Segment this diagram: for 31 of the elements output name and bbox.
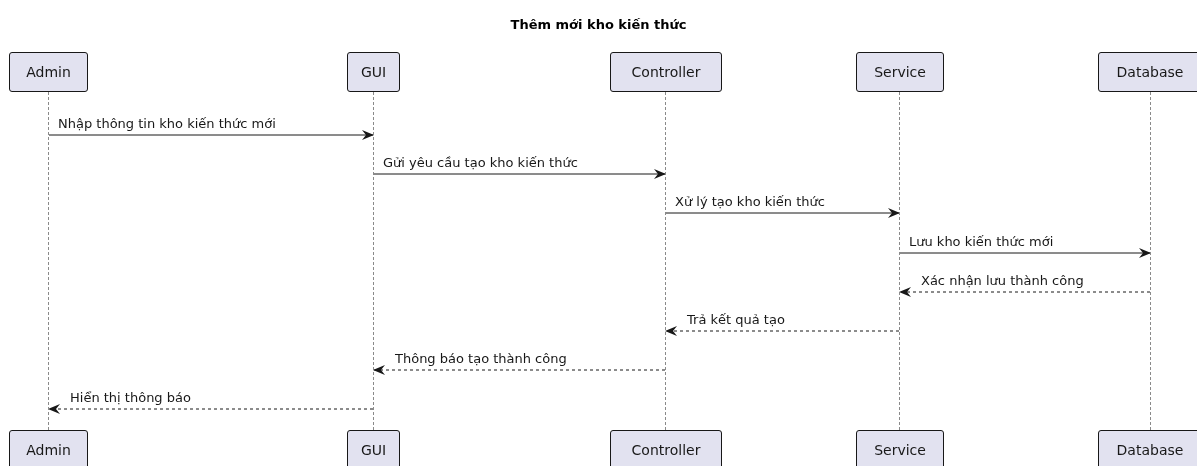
participant-box: Admin [9, 430, 88, 466]
edge-label: Hiển thị thông báo [69, 390, 192, 406]
edge-label: Nhập thông tin kho kiến thức mới [57, 116, 277, 132]
lifeline [373, 92, 374, 430]
lifeline [899, 92, 900, 430]
participant-box: Service [856, 430, 944, 466]
message-arrow [48, 130, 374, 140]
participant-box: Admin [9, 52, 88, 92]
participant-box: Service [856, 52, 944, 92]
diagram-title: Thêm mới kho kiến thức [509, 17, 688, 32]
message-arrow [899, 248, 1151, 258]
lifeline [665, 92, 666, 430]
participant-box: GUI [347, 52, 400, 92]
message-arrow [48, 404, 374, 414]
participant-box: GUI [347, 430, 400, 466]
edge-label: Trả kết quả tạo [686, 312, 786, 328]
participant-box: Controller [610, 52, 722, 92]
edge-label: Xử lý tạo kho kiến thức [674, 194, 826, 210]
participant-box: Database [1098, 52, 1197, 92]
edge-label: Xác nhận lưu thành công [920, 273, 1085, 289]
edge-label: Gửi yêu cầu tạo kho kiến thức [382, 155, 579, 171]
message-arrow [665, 326, 900, 336]
participant-box: Database [1098, 430, 1197, 466]
lifeline [1150, 92, 1151, 430]
edge-label: Thông báo tạo thành công [394, 351, 568, 367]
participant-box: Controller [610, 430, 722, 466]
message-arrow [899, 287, 1151, 297]
lifeline [48, 92, 49, 430]
message-arrow [373, 365, 666, 375]
message-arrow [665, 208, 900, 218]
message-arrow [373, 169, 666, 179]
